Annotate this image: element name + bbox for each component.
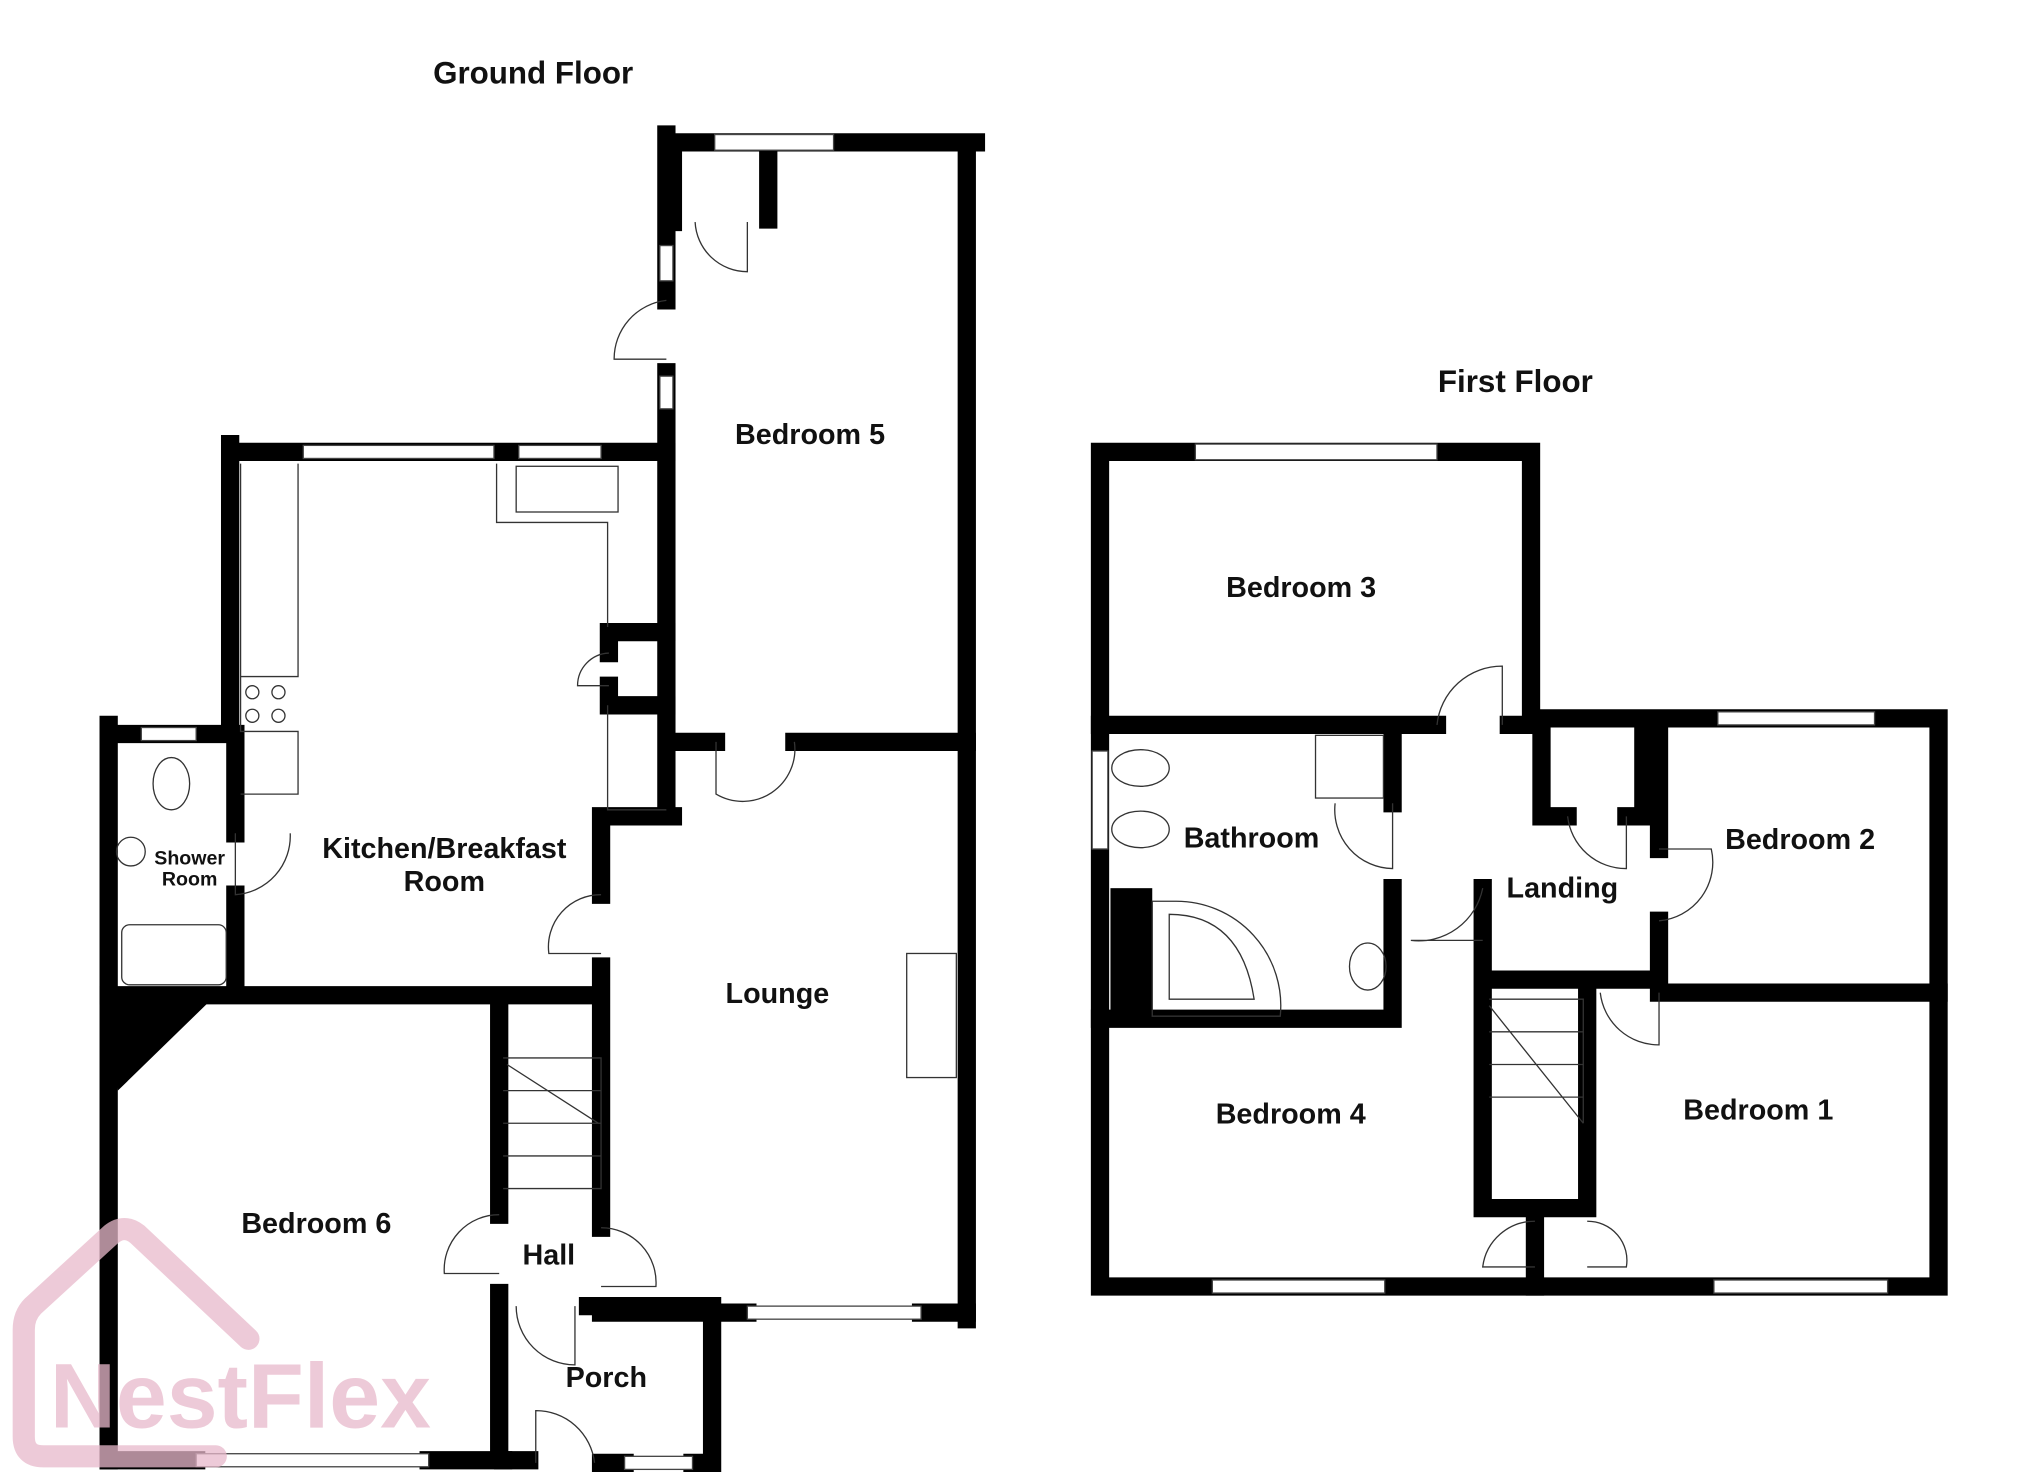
room-label-bedroom-5: Bedroom 5 — [735, 419, 885, 451]
room-label-lounge: Lounge — [726, 978, 830, 1010]
first-floor-labels: Bedroom 3 Bathroom Landing Bedroom 2 Bed… — [1184, 572, 1875, 1130]
room-label-bedroom-1: Bedroom 1 — [1683, 1094, 1833, 1126]
nestflex-watermark-logo: NestFlex — [12, 1218, 431, 1468]
house-icon — [12, 1218, 260, 1468]
first-floor-fixtures — [1111, 665, 1714, 1268]
room-label-bedroom-4: Bedroom 4 — [1216, 1098, 1366, 1130]
room-label-bedroom-3: Bedroom 3 — [1226, 572, 1376, 604]
room-label-bathroom: Bathroom — [1184, 823, 1320, 855]
first-floor-title: First Floor — [1438, 364, 1593, 399]
room-label-porch: Porch — [566, 1362, 647, 1394]
first-floor-walls — [1090, 442, 1948, 1296]
watermark-text: NestFlex — [50, 1346, 431, 1448]
ground-floor-fixtures — [115, 222, 957, 1463]
room-label-bedroom-2: Bedroom 2 — [1725, 824, 1875, 856]
room-label-shower-2: Room — [162, 869, 217, 891]
ground-floor: Ground Floor — [99, 56, 986, 1472]
room-label-bedroom-6: Bedroom 6 — [241, 1208, 391, 1240]
room-label-hall: Hall — [522, 1239, 575, 1271]
room-label-kitchen-2: Room — [404, 866, 485, 898]
room-label-landing: Landing — [1507, 872, 1619, 904]
room-label-kitchen: Kitchen/Breakfast — [322, 833, 567, 865]
first-floor: First Floor Bedroom 3 B — [1090, 364, 1948, 1296]
ground-floor-title: Ground Floor — [433, 56, 633, 91]
ground-floor-labels: Bedroom 5 Kitchen/Breakfast Room Shower … — [154, 419, 885, 1394]
room-label-shower: Shower — [154, 848, 225, 870]
